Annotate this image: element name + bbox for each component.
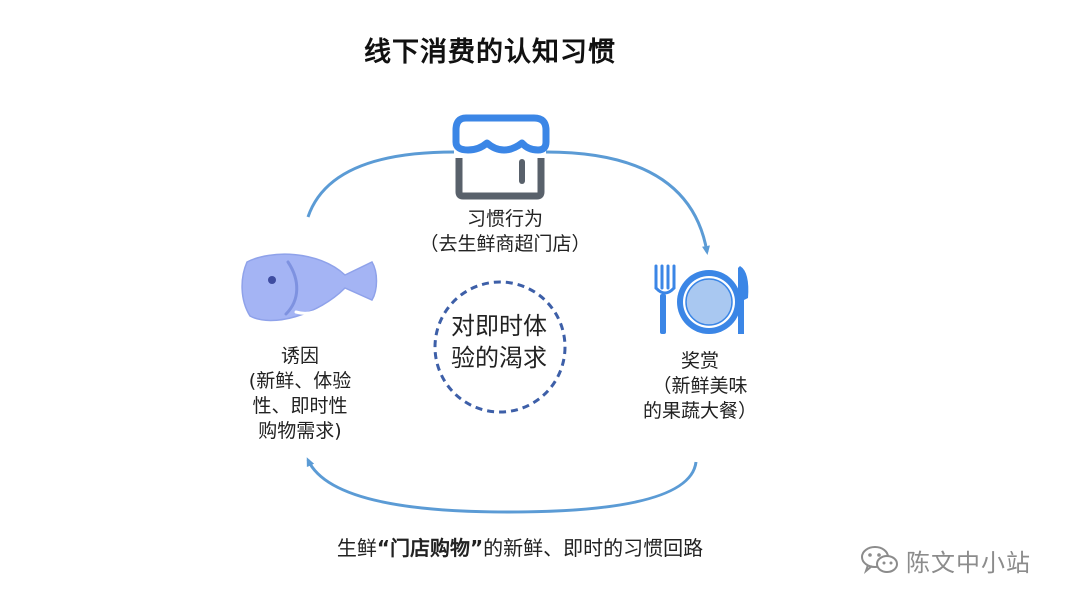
reward-title: 奖赏 <box>680 350 719 372</box>
fish-icon <box>241 253 378 322</box>
wechat-icon <box>861 546 898 575</box>
habit-title: 习惯行为 <box>466 208 543 230</box>
center-craving-text: 对即时体 验的渴求 <box>432 310 566 374</box>
caption-quote-close: ” <box>470 536 484 560</box>
habit-node-label: 习惯行为 （去生鲜商超门店） <box>395 207 615 257</box>
dinner-plate-icon <box>654 264 749 334</box>
caption-suffix: 的新鲜、即时的习惯回路 <box>483 536 704 560</box>
trigger-description-line1: (新鲜、体验 <box>248 370 352 392</box>
trigger-title: 诱因 <box>280 345 319 367</box>
arrow-habit-to-reward <box>545 150 710 255</box>
trigger-description-line3: 购物需求) <box>258 420 342 442</box>
reward-node-label: 奖赏 （新鲜美味 的果蔬大餐） <box>615 349 785 424</box>
reward-description-line2: 的果蔬大餐） <box>642 400 757 422</box>
arrow-reward-to-trigger <box>306 457 698 514</box>
diagram-caption: 生鲜“门店购物”的新鲜、即时的习惯回路 <box>260 532 780 561</box>
reward-description-line1: （新鲜美味 <box>652 375 748 397</box>
trigger-node-label: 诱因 (新鲜、体验 性、即时性 购物需求) <box>225 344 375 444</box>
watermark: 陈文中小站 <box>860 542 1031 578</box>
habit-description: （去生鲜商超门店） <box>419 233 591 255</box>
store-icon <box>452 114 550 200</box>
diagram-title: 线下消费的认知习惯 <box>364 37 616 68</box>
center-text-line2: 验的渴求 <box>451 344 547 372</box>
arrow-trigger-to-habit <box>306 150 455 218</box>
caption-highlight: 门店购物 <box>390 536 470 560</box>
center-dashed-circle <box>433 280 567 414</box>
caption-prefix: 生鲜 <box>336 536 377 560</box>
trigger-description-line2: 性、即时性 <box>252 395 348 417</box>
center-text-line1: 对即时体 <box>451 312 547 340</box>
caption-quote-open: “ <box>376 536 390 560</box>
watermark-text: 陈文中小站 <box>906 548 1031 577</box>
